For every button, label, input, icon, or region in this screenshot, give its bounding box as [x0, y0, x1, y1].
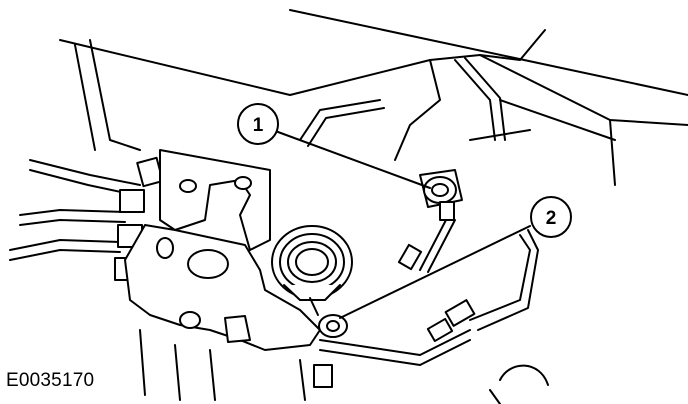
brake-lines	[9, 57, 539, 366]
callout-2-leader	[339, 225, 531, 319]
figure-id-label: E0035170	[6, 370, 95, 391]
return-spring	[271, 225, 353, 316]
switch-sensor	[419, 169, 463, 273]
callout-2-label: 2	[546, 208, 557, 229]
frame-background	[59, 9, 688, 186]
callout-1-leader	[277, 131, 431, 189]
pedal-bracket	[124, 149, 321, 401]
callout-1-label: 1	[253, 115, 264, 136]
callout-2: 2	[530, 196, 572, 238]
bleeder-fitting	[313, 314, 348, 388]
lower-right-parts	[489, 364, 549, 404]
callout-1: 1	[237, 103, 279, 145]
